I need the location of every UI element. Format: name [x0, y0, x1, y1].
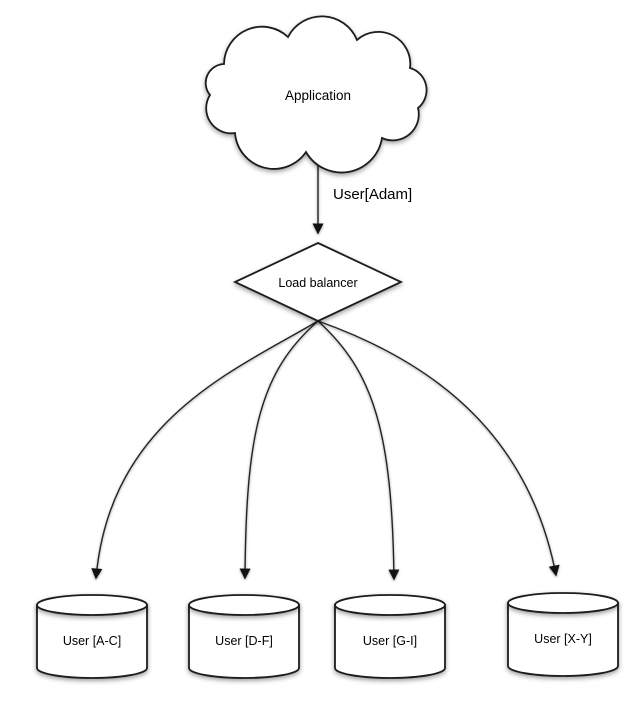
cloud-shape — [204, 15, 428, 174]
edge-app-to-lb: User[Adam] — [312, 154, 412, 235]
shard-ac-label: User [A-C] — [63, 634, 121, 648]
cylinder-body — [188, 604, 300, 679]
application-node: Application — [204, 15, 428, 174]
edge-lb-to-shard-ac — [91, 320, 319, 580]
cylinder-top — [334, 594, 446, 616]
load-balancer-node: Load balancer — [232, 242, 404, 322]
shard-df-arrow — [239, 320, 319, 580]
edge-lb-to-shard-gi — [317, 320, 400, 581]
edge-lb-to-shard-xy — [317, 320, 560, 577]
shard-gi-node: User [G-I] — [334, 594, 446, 679]
cylinder-body — [507, 602, 619, 677]
diamond-shape — [232, 242, 404, 322]
cylinder-top — [188, 594, 300, 616]
shard-gi-label: User [G-I] — [363, 634, 417, 648]
request-arrow-label: User[Adam] — [333, 186, 412, 203]
shard-df-node: User [D-F] — [188, 594, 300, 679]
shard-gi-arrow — [317, 320, 400, 581]
edge-lb-to-shard-df — [239, 320, 319, 580]
cylinder-top — [36, 594, 148, 616]
cylinder-top — [507, 592, 619, 614]
cylinder-body — [36, 604, 148, 679]
shard-ac-arrow — [91, 320, 319, 580]
application-label: Application — [285, 88, 351, 103]
load-balancer-label: Load balancer — [278, 276, 357, 290]
cylinder-body — [334, 604, 446, 679]
shard-ac-node: User [A-C] — [36, 594, 148, 679]
shard-df-label: User [D-F] — [215, 634, 273, 648]
shard-xy-label: User [X-Y] — [534, 632, 592, 646]
shard-xy-node: User [X-Y] — [507, 592, 619, 677]
shard-xy-arrow — [317, 320, 560, 577]
